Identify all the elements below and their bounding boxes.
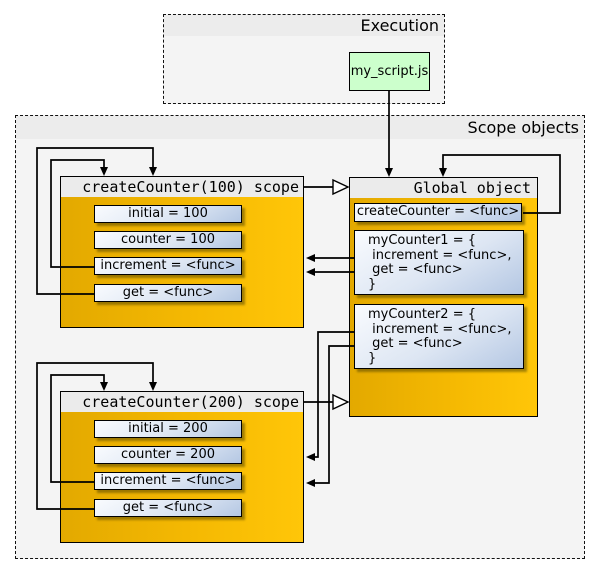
global-row-mycounter2: myCounter2 = { increment = <func>, get =… <box>354 304 524 369</box>
scope100-node: createCounter(100) scope initial = 100 c… <box>60 176 304 328</box>
scope100-row-get: get = <func> <box>94 284 242 302</box>
scope200-row-initial: initial = 200 <box>94 420 242 438</box>
scope200-title: createCounter(200) scope <box>61 392 303 412</box>
global-row-createcounter: createCounter = <func> <box>354 203 522 222</box>
scope200-row-get: get = <func> <box>94 499 242 517</box>
global-row-mycounter1: myCounter1 = { increment = <func>, get =… <box>354 230 524 295</box>
scope200-row-counter: counter = 200 <box>94 446 242 464</box>
execution-panel-title: Execution <box>164 15 444 36</box>
script-node: my_script.js <box>349 52 430 91</box>
global-object-title: Global object <box>350 178 537 198</box>
scope100-row-counter: counter = 100 <box>94 231 242 249</box>
scope-objects-panel-title: Scope objects <box>16 116 584 139</box>
scope200-node: createCounter(200) scope initial = 200 c… <box>60 391 304 543</box>
scope100-row-increment: increment = <func> <box>94 257 242 275</box>
scope200-row-increment: increment = <func> <box>94 472 242 490</box>
global-object-node: Global object createCounter = <func> myC… <box>349 177 538 417</box>
scope100-title: createCounter(100) scope <box>61 177 303 197</box>
scope100-row-initial: initial = 100 <box>94 205 242 223</box>
